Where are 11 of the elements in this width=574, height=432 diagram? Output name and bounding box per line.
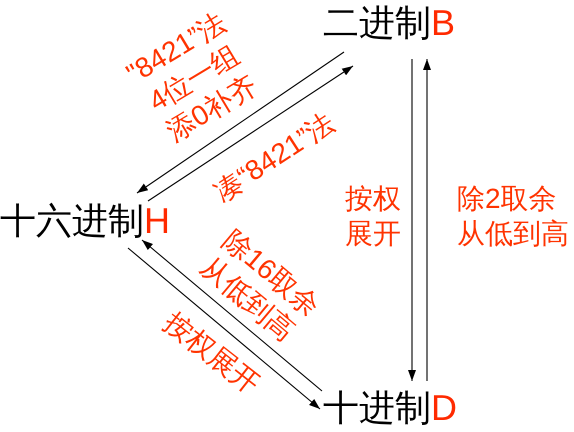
edge-label: 按权展开 (345, 182, 402, 251)
arrow (142, 240, 322, 392)
base-label: 十进制D (323, 390, 457, 427)
arrow (148, 66, 354, 202)
arrow (408, 59, 416, 381)
arrow (136, 52, 344, 194)
base-label: 十六进制H (0, 203, 170, 240)
edge-label: 除2取余从低到高 (457, 182, 570, 251)
base-label: 二进制B (323, 5, 456, 42)
arrow (423, 59, 431, 381)
arrow (128, 248, 320, 410)
